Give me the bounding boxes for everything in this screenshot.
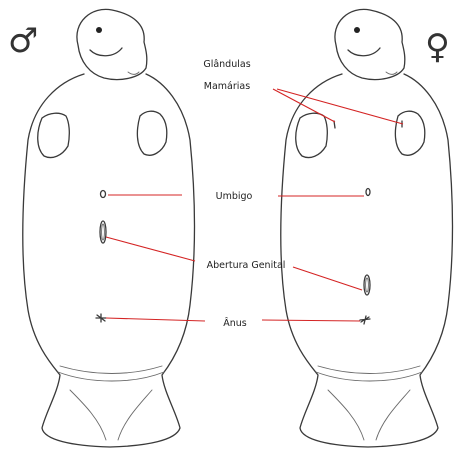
female-right-flipper: [395, 111, 424, 155]
female-neck-crease: [386, 72, 397, 74]
female-manatee-figure: [281, 9, 453, 447]
male-tail-line-2: [118, 390, 152, 440]
male-manatee-figure: [23, 9, 195, 447]
male-anus-mark: [96, 314, 106, 322]
male-tail-crease-2: [60, 366, 162, 374]
female-navel-mark: [366, 189, 370, 196]
male-symbol: ♂: [8, 21, 38, 61]
genital-label: Abertura Genital: [207, 260, 286, 271]
male-eye: [96, 27, 102, 33]
male-navel-mark: [101, 191, 106, 198]
female-eye: [354, 27, 360, 33]
mammary-label-line2: Mamárias: [204, 81, 250, 92]
mammary-pointer-right: [277, 89, 403, 124]
male-head-outline: [77, 9, 147, 79]
female-tail-line-1: [328, 390, 364, 440]
male-smile: [90, 48, 122, 56]
male-body-outline: [23, 74, 195, 447]
female-tail-crease-2: [318, 366, 420, 374]
female-symbol: ♀: [425, 27, 450, 67]
male-tail-line-1: [70, 390, 106, 440]
genital-pointer-male: [106, 237, 195, 261]
female-tail-line-2: [376, 390, 410, 440]
female-anus-mark: [360, 316, 370, 324]
anus-pointer-male: [106, 318, 205, 321]
female-smile: [348, 48, 380, 56]
anus-pointer-female: [262, 320, 360, 321]
male-left-flipper: [38, 113, 70, 157]
anus-label: Ânus: [223, 317, 247, 329]
male-right-flipper: [137, 111, 166, 155]
mammary-label-line1: Glândulas: [203, 59, 250, 70]
navel-label: Umbigo: [216, 191, 253, 202]
genital-pointer-female: [293, 267, 362, 290]
female-left-flipper: [296, 113, 328, 157]
male-neck-crease: [128, 72, 139, 74]
female-body-outline: [281, 74, 453, 447]
pointer-lines: [106, 89, 403, 321]
female-head-outline: [335, 9, 405, 79]
mammary-pointer-left: [273, 89, 335, 122]
